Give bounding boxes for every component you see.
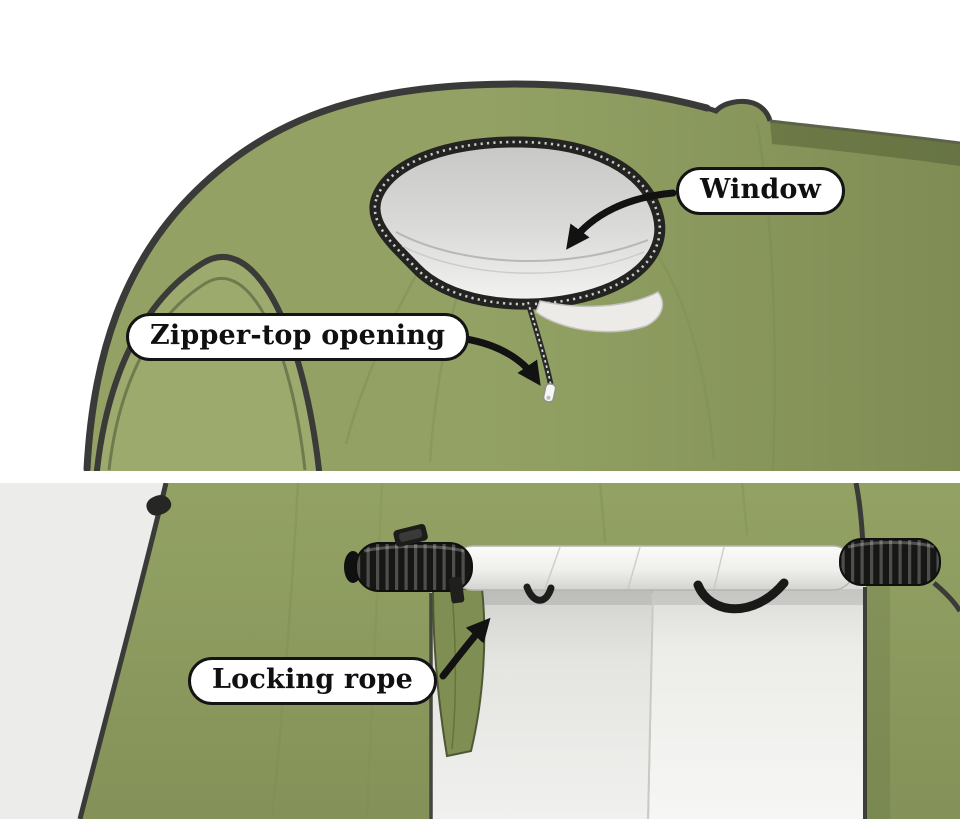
rope-tie (523, 583, 555, 604)
door-top-shadow (430, 589, 866, 605)
interior-center-seam (647, 592, 654, 819)
fabric-seam (740, 483, 749, 536)
top-edge-shadow (770, 121, 960, 166)
locking-rope-loop (693, 578, 789, 614)
tent-bottom-panel: Locking rope (0, 483, 960, 819)
fabric-fold (428, 291, 460, 463)
right-corner-pole (932, 581, 960, 613)
front-zipper-teeth (527, 301, 552, 387)
flap-tie-strap (448, 576, 465, 604)
flap-fold-line (451, 590, 457, 750)
window-callout-label: Window (700, 174, 822, 205)
fabric-fold (270, 483, 300, 819)
locking-rope-callout-label: Locking rope (212, 664, 413, 695)
fabric-seam (598, 483, 607, 544)
front-arch-pole-shadow (107, 276, 307, 471)
strap-buckle (393, 523, 428, 547)
grip-highlight (363, 545, 465, 553)
fabric-fold (654, 251, 716, 461)
rolled-window-flap (535, 291, 664, 333)
dome-top-notch (706, 98, 773, 122)
front-arch-panel (96, 257, 318, 471)
pole-clip (146, 495, 172, 516)
zipper-top-callout: Zipper-top opening (126, 313, 470, 361)
zipper-pull (542, 382, 557, 403)
zipper-top-arrow (462, 335, 541, 386)
tent-top-panel: Window Zipper-top opening (83, 80, 960, 471)
interior-seam (401, 245, 645, 274)
rod-fold-lines (544, 546, 725, 590)
tent-bottom-illustration (0, 483, 960, 819)
door-interior-right (649, 575, 866, 819)
zipper-teeth (373, 140, 661, 306)
fabric-seam (755, 122, 776, 471)
dome-frame-pole (83, 80, 711, 471)
interior-seam (395, 231, 649, 262)
locking-rope-callout: Locking rope (188, 657, 437, 705)
rod-ribbed-grip-right (839, 538, 941, 586)
rolled-door-rod (451, 545, 855, 591)
window-callout: Window (676, 167, 846, 215)
door-edge-shading (866, 575, 890, 819)
locking-rope-arrow (439, 617, 491, 680)
left-edge-pole (77, 483, 169, 819)
window-arrow (566, 189, 677, 250)
zipper-top-callout-label: Zipper-top opening (150, 320, 446, 351)
fabric-fold (365, 483, 384, 819)
grip-highlight (847, 541, 935, 549)
tent-top-illustration (83, 80, 960, 471)
dome-right-edge (769, 119, 960, 145)
